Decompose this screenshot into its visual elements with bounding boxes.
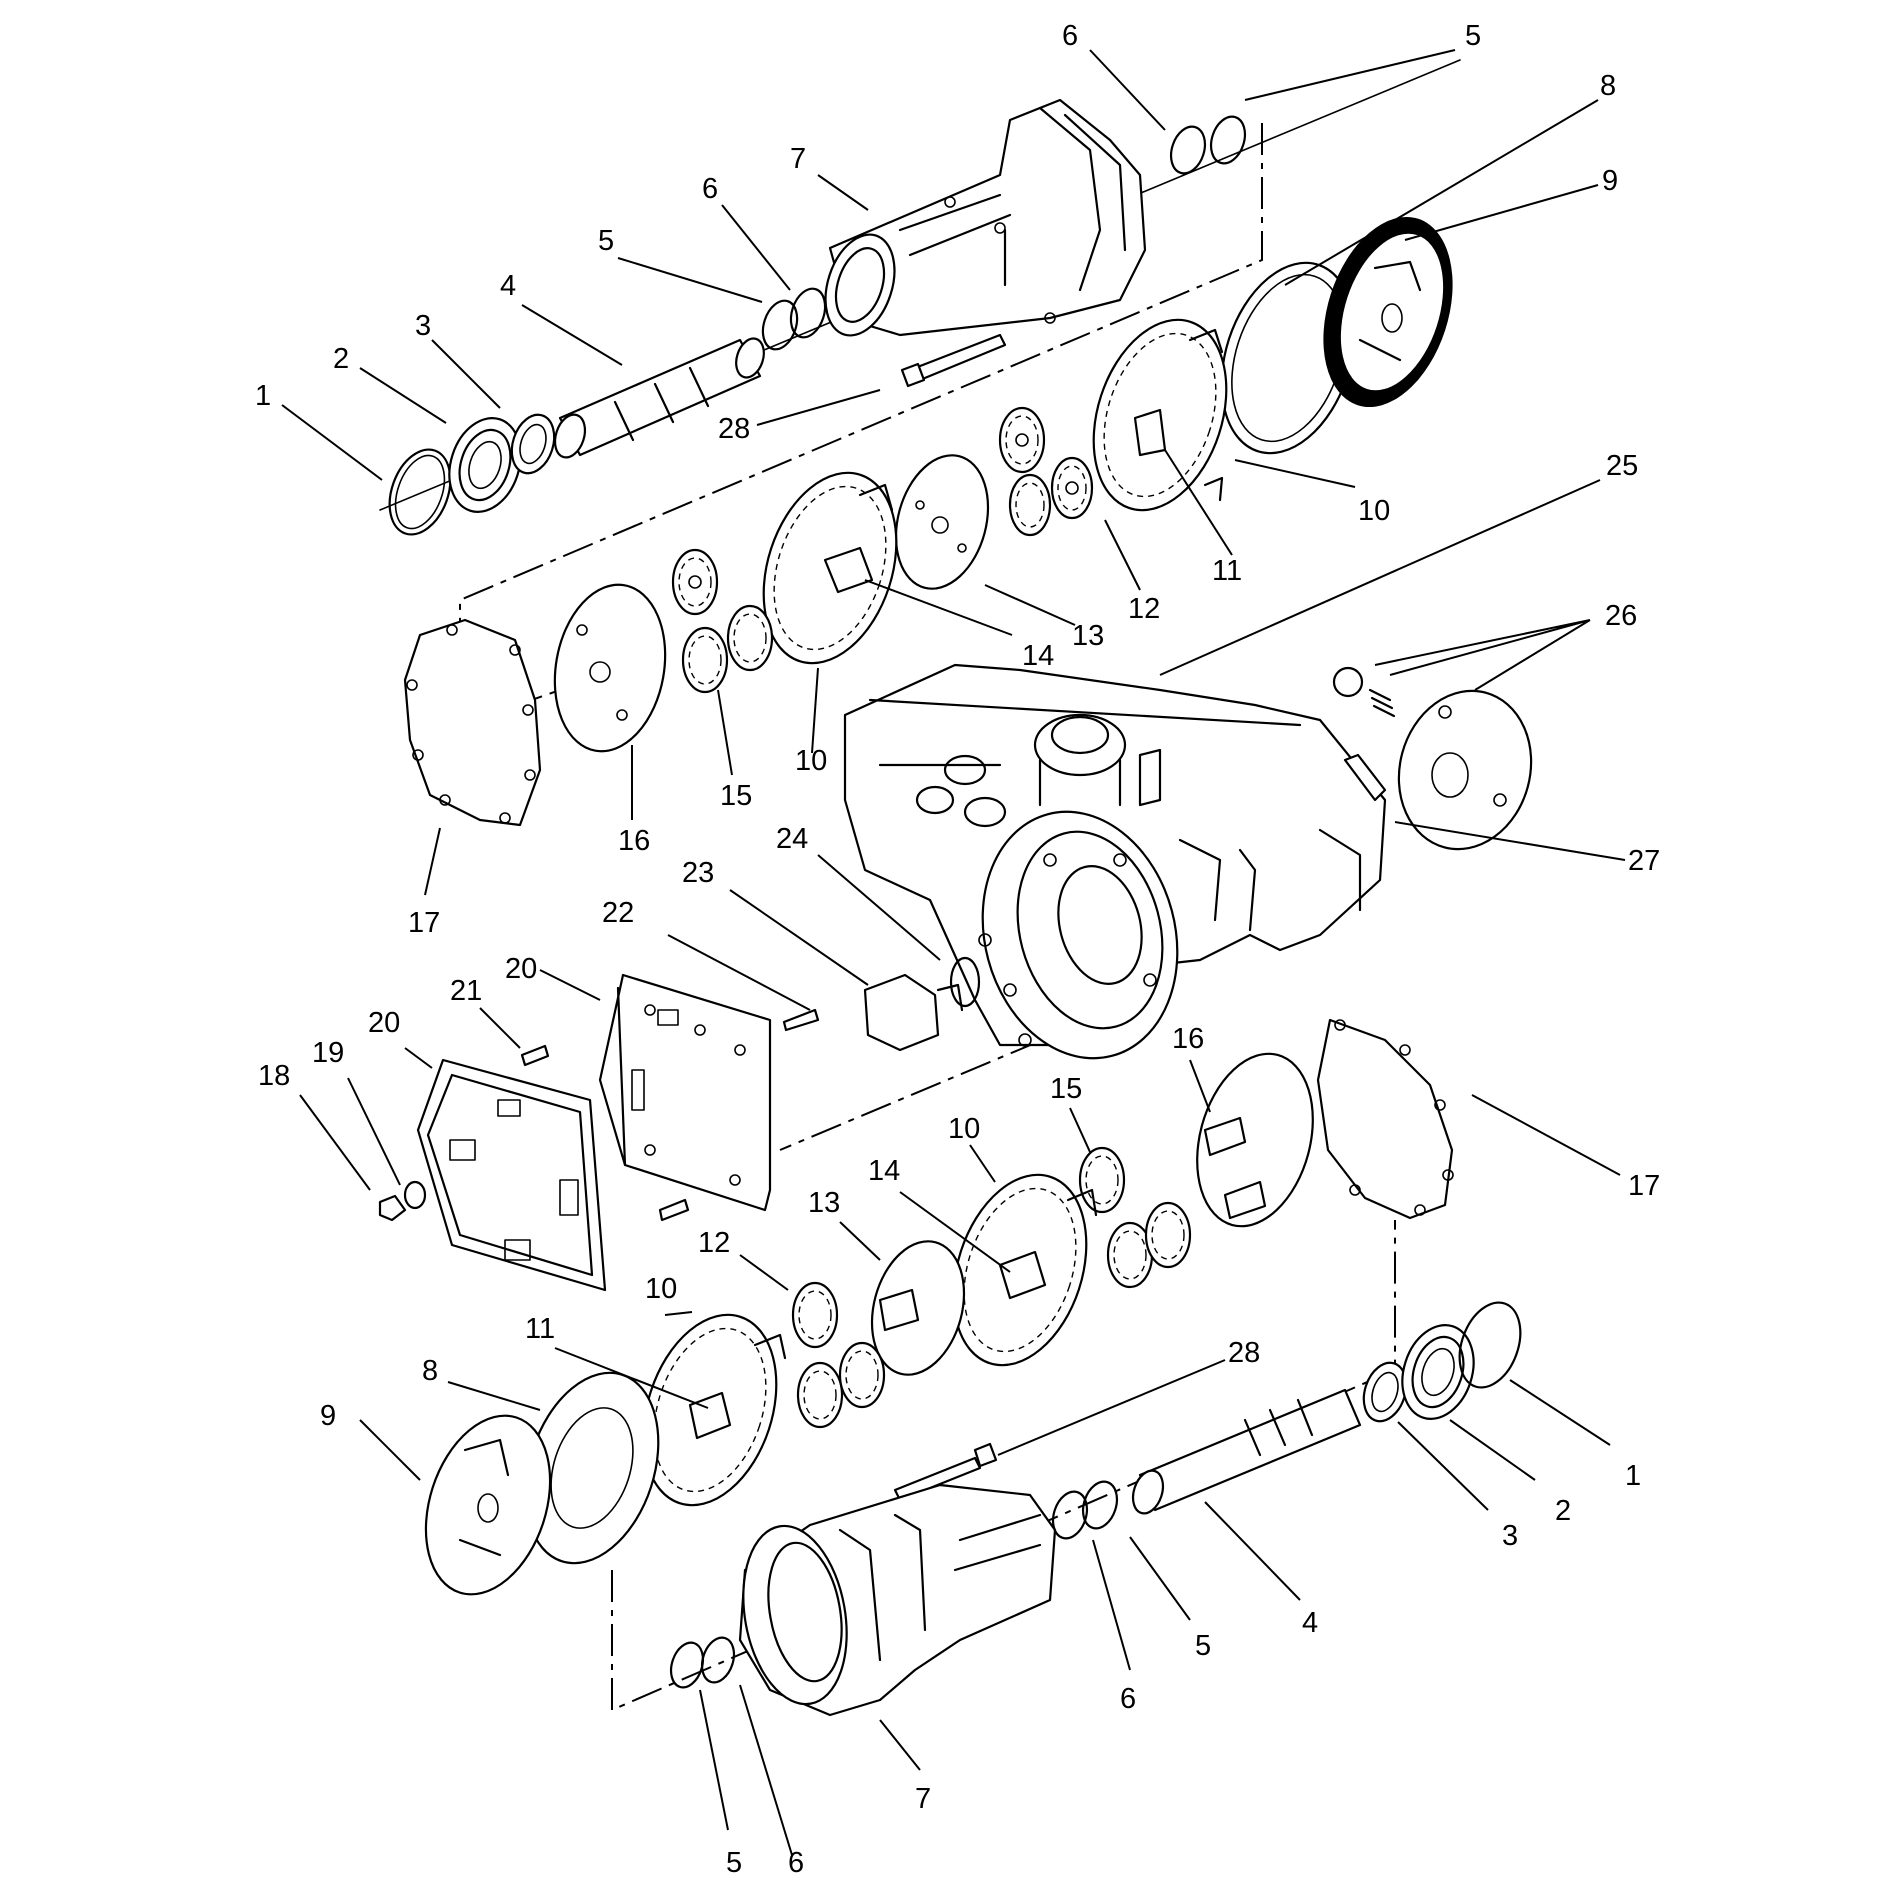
callout: 19 xyxy=(312,1037,344,1069)
callout: 20 xyxy=(505,953,537,985)
callout: 16 xyxy=(1172,1023,1204,1055)
carrier-upper-2 xyxy=(762,471,898,665)
callout: 16 xyxy=(618,825,650,857)
callout: 15 xyxy=(1050,1073,1082,1105)
rings-upper-outer xyxy=(1169,115,1247,175)
callout: 26 xyxy=(1605,600,1637,632)
callout: 13 xyxy=(808,1187,840,1219)
transaxle-housing xyxy=(843,663,1387,1060)
ball-bearing-upper xyxy=(448,417,522,513)
callout: 12 xyxy=(698,1227,730,1259)
callout: 2 xyxy=(1555,1495,1571,1527)
callout: 24 xyxy=(776,823,808,855)
carrier-upper xyxy=(1092,318,1228,512)
callout: 11 xyxy=(1212,555,1242,587)
snap-ring-upper xyxy=(388,448,452,536)
nut-washer xyxy=(378,1180,427,1222)
callout: 18 xyxy=(258,1060,290,1092)
callout: 14 xyxy=(1022,640,1054,672)
callout: 17 xyxy=(1628,1170,1660,1202)
callout: 2 xyxy=(333,343,349,375)
callout: 22 xyxy=(602,897,634,929)
callout: 5 xyxy=(1195,1630,1211,1662)
callout: 10 xyxy=(948,1113,980,1145)
callout: 9 xyxy=(320,1400,336,1432)
callout: 13 xyxy=(1072,620,1104,652)
callout: 5 xyxy=(1465,20,1481,52)
callout: 7 xyxy=(915,1783,931,1815)
lower-axle-assembly xyxy=(424,1018,1522,1717)
callout: 21 xyxy=(450,975,482,1007)
callout: 3 xyxy=(1502,1520,1518,1552)
detent-parts xyxy=(1332,666,1533,851)
upper-axle-assembly xyxy=(388,98,1453,827)
callout: 15 xyxy=(720,780,752,812)
callout: 28 xyxy=(1228,1337,1260,1369)
callout: 6 xyxy=(1120,1683,1136,1715)
callout-labels: 6 5 8 9 7 6 5 4 3 2 1 28 10 11 12 13 14 … xyxy=(255,20,1660,1879)
callout: 12 xyxy=(1128,593,1160,625)
callout: 6 xyxy=(1062,20,1078,52)
end-disc-upper xyxy=(553,583,667,753)
callout: 23 xyxy=(682,857,714,889)
callout: 3 xyxy=(415,310,431,342)
callout: 27 xyxy=(1628,845,1660,877)
callout: 5 xyxy=(598,225,614,257)
callout: 11 xyxy=(525,1313,555,1345)
callout: 10 xyxy=(795,745,827,777)
bolt-28-upper xyxy=(900,333,1007,388)
axle-housing-upper xyxy=(824,98,1147,337)
axle-shaft-upper xyxy=(553,337,765,459)
callout: 8 xyxy=(1600,70,1616,102)
gasket-upper xyxy=(403,618,542,827)
callout: 17 xyxy=(408,907,440,939)
callout: 1 xyxy=(1625,1460,1641,1492)
friction-disc-upper xyxy=(1220,261,1356,455)
callout: 8 xyxy=(422,1355,438,1387)
thrust-washer-upper xyxy=(510,413,556,475)
planet-gears-upper-2 xyxy=(671,548,774,694)
sun-disc-upper xyxy=(894,454,990,590)
planet-gears-upper xyxy=(998,406,1094,537)
callout: 9 xyxy=(1602,165,1618,197)
callout: 10 xyxy=(1358,495,1390,527)
charge-pump-covers xyxy=(416,973,820,1292)
callout: 1 xyxy=(255,380,271,412)
callout: 10 xyxy=(645,1273,677,1305)
brake-disc-upper xyxy=(1323,216,1453,408)
rings-upper-inner xyxy=(761,287,827,351)
callout: 4 xyxy=(1302,1607,1318,1639)
callout: 14 xyxy=(868,1155,900,1187)
callout: 20 xyxy=(368,1007,400,1039)
callout: 7 xyxy=(790,143,806,175)
leader-lines xyxy=(281,49,1626,1856)
drain-plug xyxy=(863,956,981,1052)
callout: 4 xyxy=(500,270,516,302)
callout: 6 xyxy=(788,1847,804,1879)
callout: 28 xyxy=(718,413,750,445)
callout: 25 xyxy=(1606,450,1638,482)
callout: 5 xyxy=(726,1847,742,1879)
callout: 6 xyxy=(702,173,718,205)
